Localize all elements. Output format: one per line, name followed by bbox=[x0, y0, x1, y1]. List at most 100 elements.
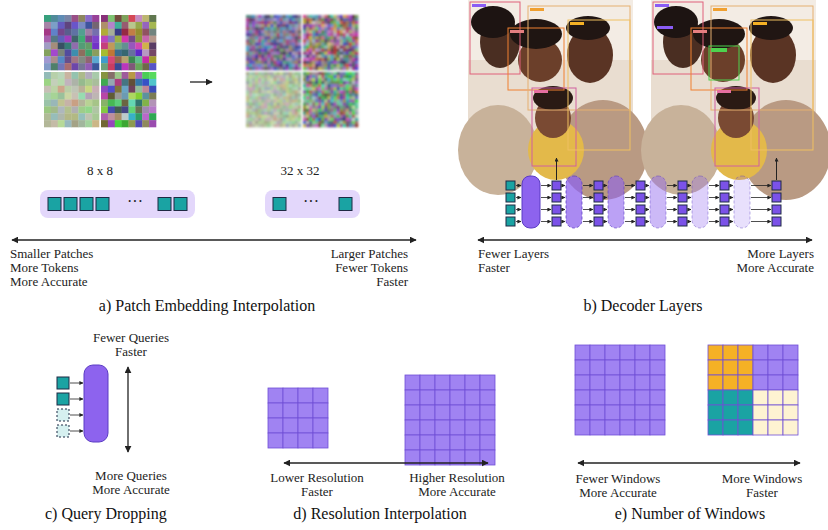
patch-cell bbox=[315, 46, 318, 49]
patch-cell bbox=[135, 93, 142, 100]
patch-cell bbox=[72, 100, 79, 107]
patch-cell bbox=[129, 29, 136, 36]
patch-cell bbox=[85, 113, 92, 120]
patch-cell bbox=[349, 18, 352, 21]
grid-cell bbox=[590, 420, 605, 435]
patch-cell bbox=[246, 78, 249, 81]
patch-cell bbox=[246, 27, 249, 30]
patch-cell bbox=[337, 55, 340, 58]
patch-cell bbox=[324, 49, 327, 52]
patch-cell bbox=[306, 27, 309, 30]
patch-cell bbox=[255, 106, 258, 109]
patch-cell bbox=[337, 52, 340, 55]
token-arrow bbox=[583, 185, 593, 186]
patch-cell bbox=[283, 75, 286, 78]
patch-cell bbox=[129, 49, 136, 56]
patch-cell bbox=[355, 75, 358, 78]
patch-cell bbox=[142, 63, 149, 70]
patch-cell bbox=[44, 93, 51, 100]
patch-cell bbox=[283, 121, 286, 124]
patch-cell bbox=[334, 55, 337, 58]
patch-cell bbox=[303, 72, 306, 75]
patch-cell bbox=[261, 93, 264, 96]
patch-cell bbox=[78, 29, 85, 36]
grid-cell bbox=[480, 390, 495, 405]
patch-cell bbox=[324, 124, 327, 127]
query-token bbox=[506, 205, 515, 214]
patch-cell bbox=[115, 100, 122, 107]
patch-cell bbox=[261, 21, 264, 24]
patch-cell bbox=[274, 61, 277, 64]
patch-cell bbox=[298, 30, 301, 33]
patch-cell bbox=[324, 64, 327, 67]
patch-cell bbox=[252, 75, 255, 78]
patch-cell bbox=[318, 15, 321, 18]
grid-cell bbox=[313, 433, 328, 448]
patch-cell bbox=[303, 15, 306, 18]
patch-mosaic bbox=[101, 15, 156, 70]
patch-cell bbox=[289, 72, 292, 75]
patch-cell bbox=[312, 67, 315, 70]
patch-cell bbox=[277, 90, 280, 93]
patch-cell bbox=[334, 75, 337, 78]
patch-cell bbox=[264, 84, 267, 87]
patch-cell bbox=[309, 121, 312, 124]
patch-cell bbox=[289, 90, 292, 93]
patch-cell bbox=[85, 106, 92, 113]
patch-cell bbox=[255, 21, 258, 24]
patch-cell bbox=[349, 90, 352, 93]
annotation: More Layers More Accurate bbox=[728, 247, 814, 275]
patch-cell bbox=[306, 75, 309, 78]
patch-cell bbox=[318, 96, 321, 99]
patch-cell bbox=[327, 81, 330, 84]
patch-cell bbox=[258, 27, 261, 30]
patch-cell bbox=[283, 103, 286, 106]
patch-cell bbox=[298, 58, 301, 61]
patch-cell bbox=[312, 15, 315, 18]
patch-cell bbox=[324, 112, 327, 115]
patch-cell bbox=[255, 103, 258, 106]
patch-cell bbox=[355, 103, 358, 106]
patch-cell bbox=[295, 39, 298, 42]
patch-cell bbox=[324, 84, 327, 87]
patch-cell bbox=[274, 30, 277, 33]
double-arrow bbox=[127, 367, 128, 452]
patch-cell bbox=[65, 100, 72, 107]
patch-cell bbox=[315, 103, 318, 106]
patch-cell bbox=[343, 109, 346, 112]
patch-cell bbox=[108, 43, 115, 50]
patch-cell bbox=[303, 18, 306, 21]
patch-cell bbox=[334, 96, 337, 99]
output-token bbox=[720, 205, 729, 214]
patch-cell bbox=[295, 24, 298, 27]
patch-cell bbox=[309, 84, 312, 87]
panel-caption: a) Patch Embedding Interpolation bbox=[62, 297, 352, 315]
patch-cell bbox=[249, 72, 252, 75]
patch-cell bbox=[51, 93, 58, 100]
grid-cell bbox=[480, 375, 495, 390]
patch-cell bbox=[246, 121, 249, 124]
patch-cell bbox=[258, 100, 261, 103]
patch-cell bbox=[312, 75, 315, 78]
patch-cell bbox=[295, 49, 298, 52]
patch-cell bbox=[264, 81, 267, 84]
patch-cell bbox=[280, 58, 283, 61]
patch-cell bbox=[135, 100, 142, 107]
double-arrow bbox=[578, 462, 800, 463]
patch-cell bbox=[51, 43, 58, 50]
patch-cell bbox=[312, 121, 315, 124]
patch-cell bbox=[92, 113, 99, 120]
patch-cell bbox=[249, 100, 252, 103]
grid-cell bbox=[575, 420, 590, 435]
output-token bbox=[772, 205, 781, 214]
patch-cell bbox=[334, 58, 337, 61]
grid-cell bbox=[753, 360, 768, 375]
patch-cell bbox=[267, 21, 270, 24]
patch-cell bbox=[65, 43, 72, 50]
patch-cell bbox=[258, 109, 261, 112]
patch-cell bbox=[270, 58, 273, 61]
output-token bbox=[678, 217, 687, 226]
grid-cell bbox=[620, 360, 635, 375]
token-arrow bbox=[604, 209, 607, 210]
patch-cell bbox=[343, 87, 346, 90]
